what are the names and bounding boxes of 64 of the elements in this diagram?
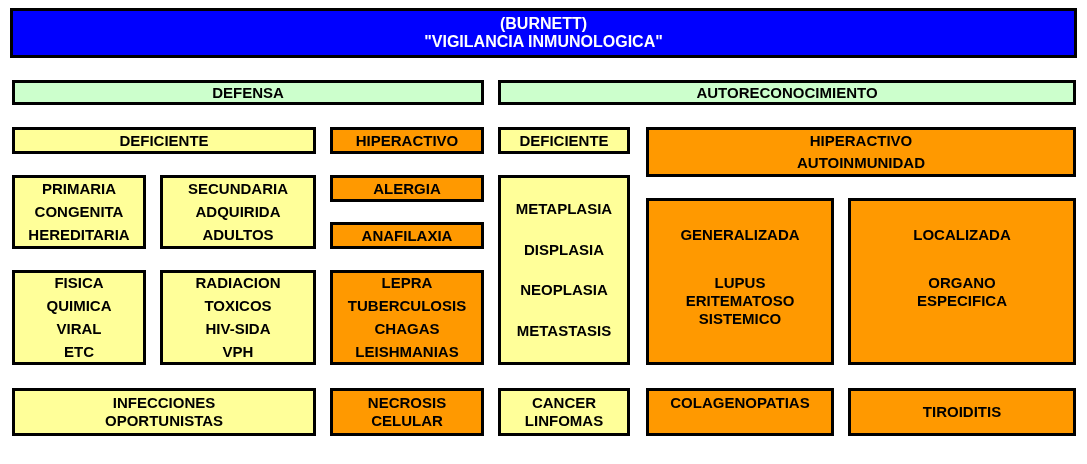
box-label: SECUNDARIA: [188, 180, 288, 198]
category-box: [12, 388, 316, 436]
title-text: "VIGILANCIA INMUNOLOGICA": [424, 33, 663, 51]
category-box: [330, 175, 484, 202]
box-label: LOCALIZADA: [913, 226, 1011, 244]
box-label: PRIMARIA: [41, 180, 117, 198]
box-label: DEFICIENTE: [519, 131, 609, 150]
category-box: [12, 270, 146, 365]
box-label: AUTORECONOCIMIENTO: [696, 83, 878, 102]
category-box: [330, 127, 484, 154]
category-box: [646, 198, 834, 365]
box-label: FISICA: [54, 274, 104, 292]
box-label: CANCER LINFOMAS: [523, 394, 605, 430]
category-box: [330, 270, 484, 365]
category-box: [12, 175, 146, 249]
box-label: TUBERCULOSIS: [347, 297, 467, 315]
box-label: LEPRA: [381, 274, 433, 292]
box-label: TOXICOS: [204, 297, 272, 315]
box-label: DEFICIENTE: [119, 131, 209, 150]
box-label: TIROIDITIS: [922, 403, 1002, 421]
category-box: [160, 270, 316, 365]
box-label: LEISHMANIAS: [355, 343, 459, 361]
box-label: LUPUS ERITEMATOSO SISTEMICO: [684, 274, 796, 328]
box-label: ETC: [64, 343, 94, 361]
category-box: [848, 198, 1076, 365]
box-label: ADULTOS: [202, 226, 274, 244]
box-label: HIPERACTIVO: [809, 132, 913, 150]
box-label: AUTOINMUNIDAD: [796, 154, 926, 172]
category-box: [646, 127, 1076, 177]
category-box: [646, 388, 834, 436]
title-banner: [10, 8, 1077, 58]
box-label: RADIACION: [195, 274, 281, 292]
box-label: GENERALIZADA: [680, 226, 800, 244]
box-label: COLAGENOPATIAS: [670, 394, 810, 412]
box-label: HIPERACTIVO: [355, 131, 459, 150]
category-box: [330, 222, 484, 249]
box-label: VIRAL: [56, 320, 102, 338]
category-box: [498, 388, 630, 436]
box-label: METAPLASIA: [515, 200, 613, 219]
box-label: ADQUIRIDA: [195, 203, 281, 221]
box-label: VPH: [222, 343, 254, 361]
box-label: METASTASIS: [516, 321, 612, 340]
box-label: DEFENSA: [212, 83, 284, 102]
box-label: ALERGIA: [373, 179, 441, 198]
box-label: CONGENITA: [34, 203, 124, 221]
category-box: [848, 388, 1076, 436]
box-label: NEOPLASIA: [520, 281, 608, 300]
box-label: ORGANO ESPECIFICA: [916, 274, 1008, 310]
category-box: [498, 80, 1076, 105]
title-text: (BURNETT): [499, 15, 588, 33]
category-box: [12, 127, 316, 154]
category-box: [160, 175, 316, 249]
box-label: INFECCIONES OPORTUNISTAS: [103, 394, 225, 430]
box-label: ANAFILAXIA: [361, 226, 453, 245]
category-box: [12, 80, 484, 105]
box-label: QUIMICA: [46, 297, 112, 315]
box-label: CHAGAS: [374, 320, 440, 338]
box-label: NECROSIS CELULAR: [366, 394, 448, 430]
category-box: [498, 127, 630, 154]
box-label: HIV-SIDA: [205, 320, 271, 338]
box-label: DISPLASIA: [524, 240, 604, 259]
box-label: HEREDITARIA: [28, 226, 130, 244]
category-box: [330, 388, 484, 436]
category-box: [498, 175, 630, 365]
